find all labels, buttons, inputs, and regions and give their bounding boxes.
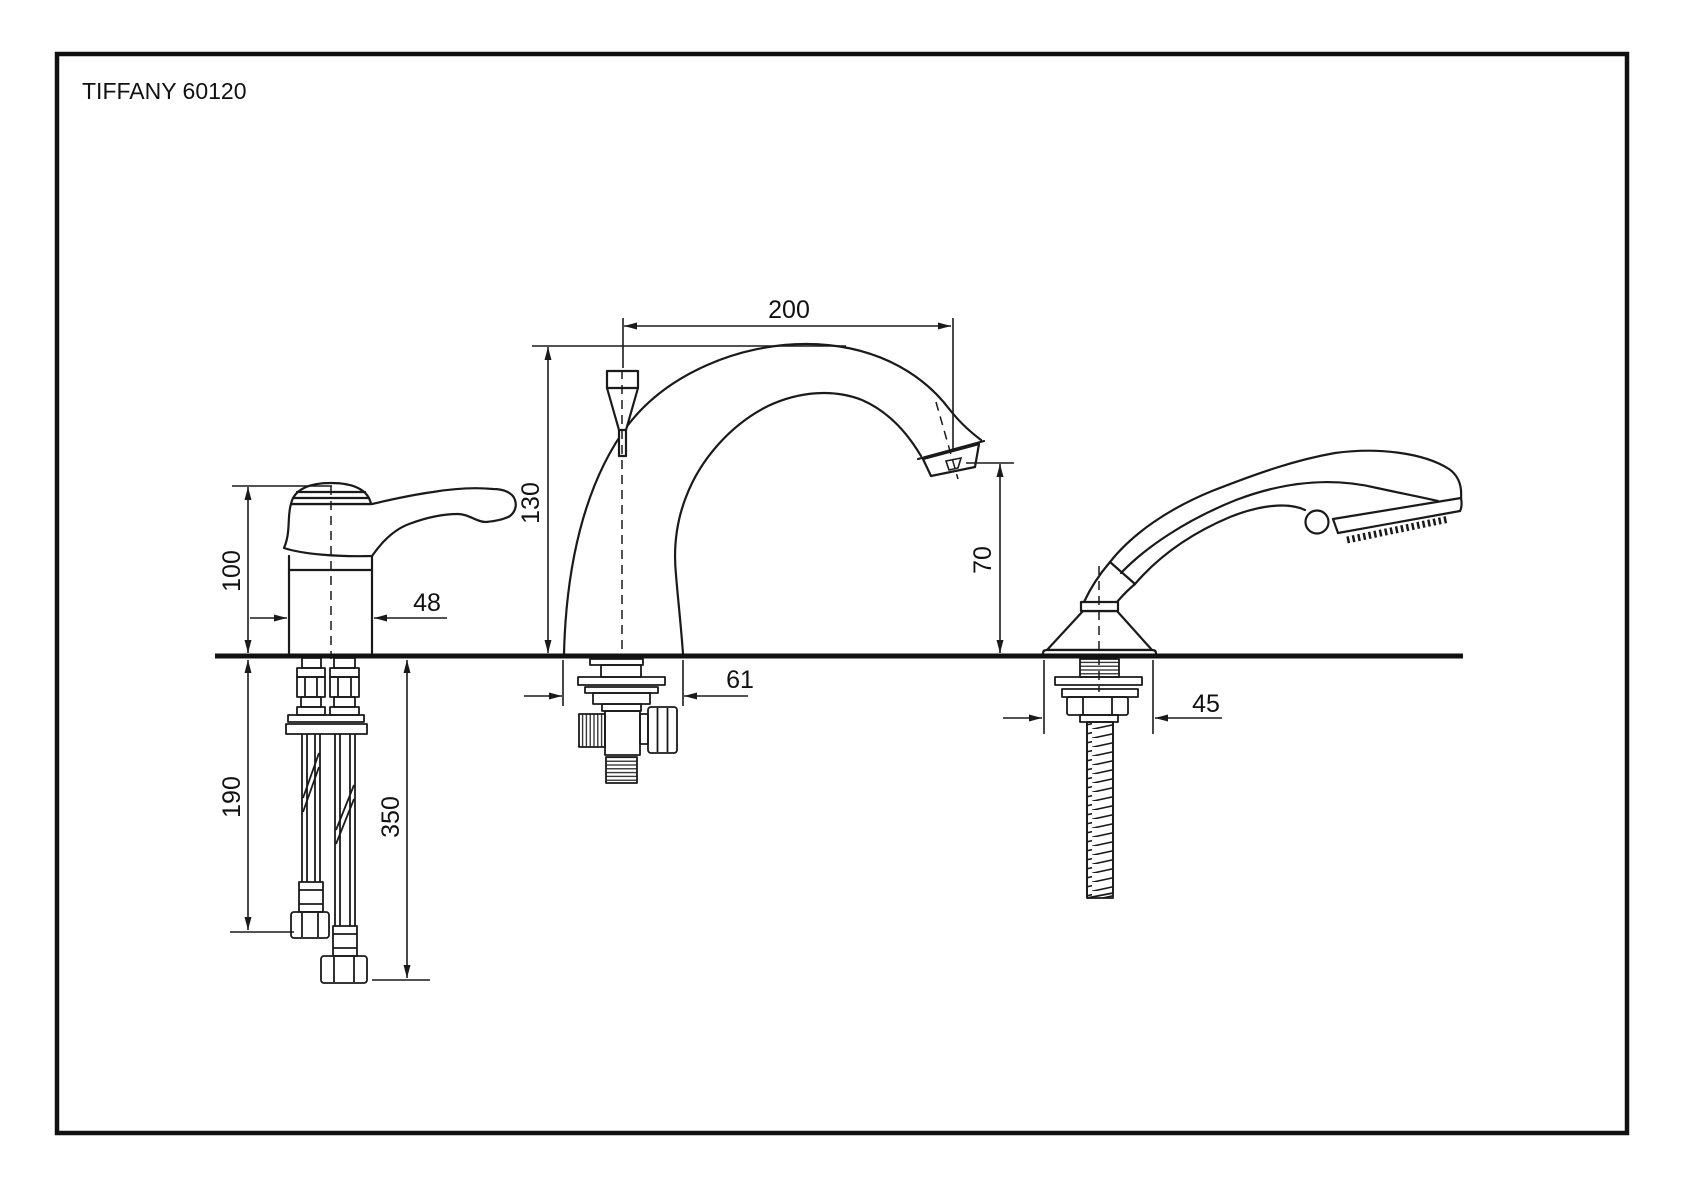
diverter-knob	[605, 369, 640, 458]
dim-outlet-height: 70	[969, 546, 997, 574]
valve-lever	[282, 487, 517, 558]
spout-inner-profile	[673, 391, 923, 656]
valve-body	[282, 481, 517, 659]
shower-underdeck-assembly	[1054, 658, 1143, 899]
dim-valve-height: 100	[218, 550, 246, 592]
valve-tailpieces	[285, 657, 368, 735]
dim-shower-holder-width: 45	[1192, 690, 1220, 718]
shower-handle	[1082, 449, 1463, 604]
shower-spray-face	[1331, 496, 1463, 535]
drawing-title: TIFFANY 60120	[82, 78, 247, 104]
shower-hose	[1086, 721, 1114, 899]
dim-spout-reach: 200	[768, 296, 810, 324]
spout-outer-profile	[562, 342, 983, 656]
dim-hose-short: 190	[218, 776, 246, 818]
spray-nozzles	[1346, 515, 1450, 544]
shower-hang-loop	[1304, 509, 1330, 535]
drawing-border	[54, 51, 1630, 1136]
spout-underdeck-assembly	[577, 658, 678, 784]
hand-shower-view	[1041, 449, 1463, 899]
dim-valve-width: 48	[413, 589, 441, 617]
spout-view	[562, 342, 986, 784]
valve-hoses	[290, 734, 368, 984]
dim-spout-base-width: 61	[726, 666, 754, 694]
mixer-valve-view	[282, 481, 517, 984]
dim-spout-height: 130	[517, 482, 545, 524]
dim-hose-long: 350	[377, 796, 405, 838]
outlet-centerline	[935, 401, 959, 480]
dimension-lines	[230, 318, 1222, 981]
dimension-labels: 100 48 190 350 200 130 61 70 45	[218, 296, 1220, 838]
